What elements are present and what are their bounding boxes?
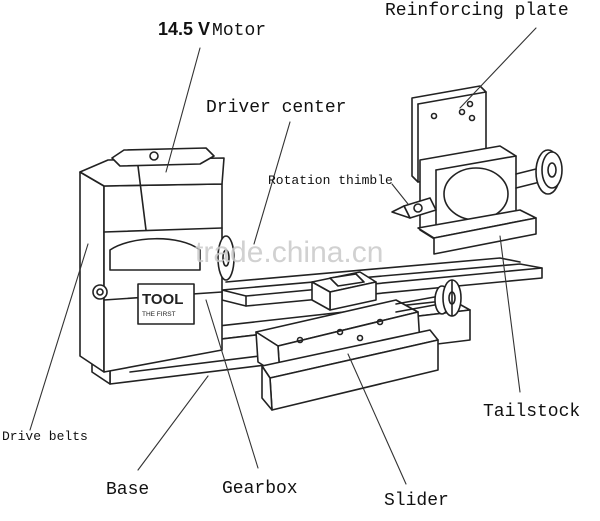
headstock [79, 147, 235, 373]
brand-tagline-text: THE FIRST [142, 311, 176, 318]
slider-label: Slider [384, 491, 449, 511]
tailstock-label: Tailstock [483, 402, 581, 422]
rotation-thimble-label: Rotation thimble [268, 173, 393, 188]
reinforcing-plate-label: Reinforcing plate [385, 1, 569, 21]
motor-word-text: Motor [212, 21, 267, 41]
watermark-text: trade.china.cn [195, 236, 383, 269]
base-label: Base [106, 480, 150, 500]
gearbox-label: Gearbox [222, 479, 298, 499]
slider-carriage [255, 271, 462, 411]
driver-center-label: Driver center [206, 98, 347, 118]
brand-logo-text: TOOL [142, 291, 183, 308]
motor-voltage-text: 14.5 V [158, 19, 211, 39]
leader-lines [29, 27, 537, 485]
drive-belts-label: Drive belts [2, 429, 88, 444]
tailstock [391, 85, 563, 255]
